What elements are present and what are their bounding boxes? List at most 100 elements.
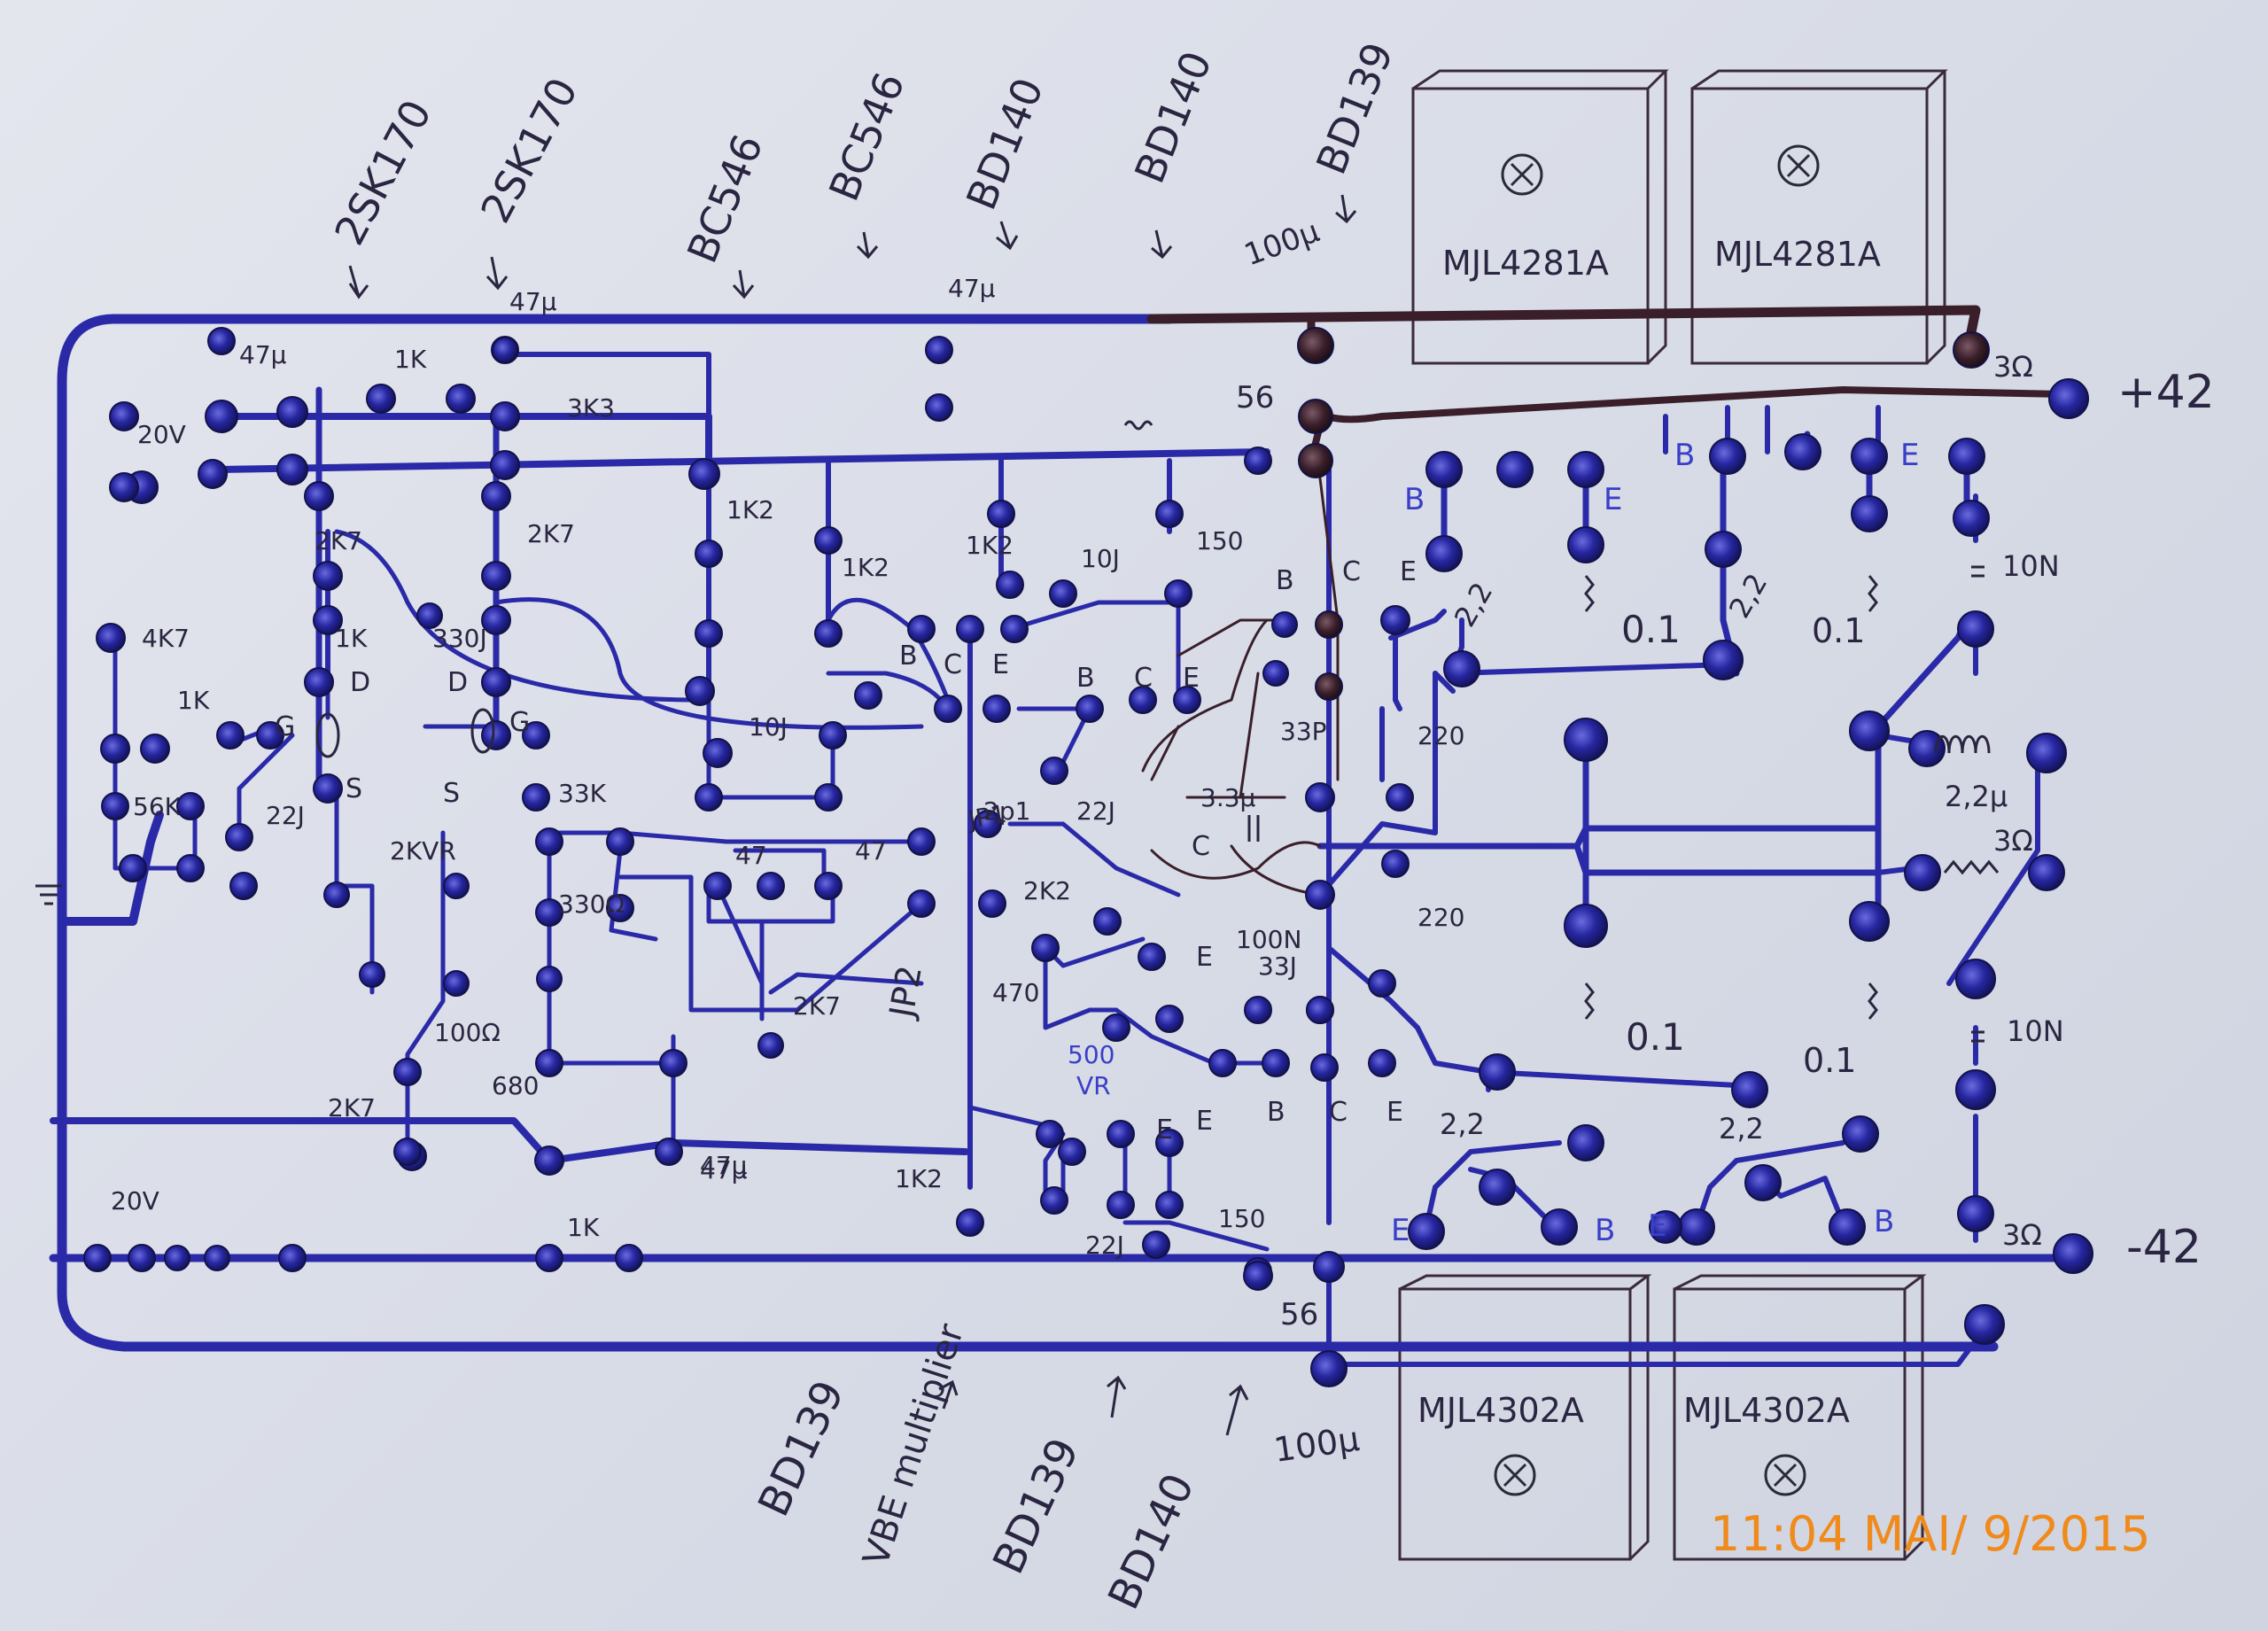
svg-text:C: C — [1329, 1097, 1348, 1128]
svg-text:47µ: 47µ — [700, 1151, 748, 1180]
svg-text:S: S — [346, 773, 362, 804]
svg-text:150: 150 — [1218, 1204, 1265, 1233]
solder-pads — [83, 327, 2093, 1387]
camera-timestamp: 11:04 MAI/ 9/2015 — [1710, 1506, 2151, 1562]
traces-brown — [1141, 305, 2068, 897]
svg-text:0.1: 0.1 — [1626, 1015, 1685, 1059]
svg-text:500: 500 — [1068, 1040, 1115, 1069]
svg-text:B: B — [1276, 565, 1294, 596]
arrow-icon — [348, 194, 1357, 1436]
svg-text:G: G — [509, 707, 530, 738]
svg-text:JP1: JP1 — [965, 799, 1009, 835]
output-transistor-q2 — [1690, 69, 1948, 365]
label-bd139-bottom-a: BD139 — [749, 1373, 854, 1524]
svg-text:1K: 1K — [335, 624, 368, 653]
svg-text:E: E — [1196, 942, 1213, 973]
svg-text:47µ: 47µ — [948, 274, 996, 303]
svg-text:47: 47 — [735, 841, 767, 870]
pin-letters: G G D D S S B C E B C E B C E C E B C E … — [275, 438, 1919, 1248]
svg-text:G: G — [275, 711, 295, 742]
label-mjl4281a-2: MJL4281A — [1714, 235, 1881, 274]
svg-text:470: 470 — [992, 978, 1039, 1007]
output-labels: MJL4281A MJL4281A MJL4302A MJL4302A +42 … — [1418, 235, 2215, 1430]
svg-text:330Ω: 330Ω — [558, 889, 625, 919]
svg-text:2K7: 2K7 — [527, 519, 575, 548]
svg-text:0.1: 0.1 — [1803, 1041, 1856, 1080]
svg-text:4K7: 4K7 — [142, 624, 190, 653]
svg-text:1K2: 1K2 — [842, 553, 889, 582]
svg-text:10J: 10J — [1081, 544, 1120, 573]
svg-text:B: B — [1874, 1204, 1894, 1239]
svg-text:2K2: 2K2 — [1023, 876, 1071, 905]
svg-text:2K7: 2K7 — [315, 526, 362, 555]
rail-negative-label: -42 — [2126, 1221, 2202, 1274]
label-100u-bottom: 100µ — [1271, 1419, 1362, 1470]
svg-text:1K: 1K — [177, 686, 210, 715]
svg-text:C: C — [1134, 663, 1153, 694]
svg-text:B: B — [1076, 663, 1095, 694]
label-bd140-a: BD140 — [957, 71, 1052, 216]
svg-text:3K3: 3K3 — [567, 393, 615, 423]
svg-text:2,2µ: 2,2µ — [1945, 780, 2008, 813]
label-vbe-multiplier: VBE multiplier — [856, 1319, 973, 1572]
svg-text:E: E — [1196, 1106, 1213, 1137]
svg-text:680: 680 — [492, 1071, 539, 1100]
svg-text:E: E — [1604, 482, 1622, 517]
svg-text:2p1: 2p1 — [983, 796, 1030, 826]
svg-text:D: D — [447, 667, 468, 698]
svg-text:1K: 1K — [394, 345, 427, 374]
label-bd140-bottom: BD140 — [1099, 1466, 1204, 1617]
svg-text:100Ω: 100Ω — [434, 1018, 501, 1047]
svg-text:3Ω: 3Ω — [1993, 350, 2033, 384]
svg-text:B: B — [899, 641, 918, 672]
svg-text:0.1: 0.1 — [1621, 608, 1681, 651]
label-100u-top: 100µ — [1239, 214, 1324, 273]
svg-text:1K2: 1K2 — [966, 531, 1014, 560]
svg-text:1K2: 1K2 — [895, 1164, 943, 1193]
svg-text:1K: 1K — [567, 1213, 600, 1242]
svg-text:22J: 22J — [266, 801, 305, 830]
svg-text:C: C — [944, 649, 962, 680]
component-symbols — [35, 420, 2000, 1043]
label-mjl4302a-2: MJL4302A — [1683, 1391, 1850, 1430]
label-2sk170-a: 2SK170 — [325, 92, 441, 252]
svg-text:56: 56 — [1236, 380, 1274, 416]
svg-text:3.3µ: 3.3µ — [1200, 783, 1256, 812]
svg-text:C: C — [1192, 831, 1210, 862]
output-transistor-q1 — [1411, 69, 1669, 365]
label-2sk170-b: 2SK170 — [471, 70, 587, 230]
svg-text:47: 47 — [855, 836, 887, 866]
label-bd139-top: BD139 — [1307, 35, 1402, 181]
label-bd140-b: BD140 — [1125, 44, 1221, 190]
svg-text:E: E — [1391, 1213, 1410, 1248]
svg-text:47µ: 47µ — [239, 340, 287, 369]
label-mjl4281a-1: MJL4281A — [1442, 244, 1609, 283]
svg-text:10J: 10J — [749, 712, 788, 742]
svg-text:56: 56 — [1280, 1297, 1318, 1332]
svg-text:1K2: 1K2 — [726, 495, 774, 524]
svg-text:2,2: 2,2 — [1719, 1112, 1764, 1146]
svg-text:220: 220 — [1418, 721, 1464, 750]
rail-positive-label: +42 — [2117, 366, 2215, 419]
svg-text:E: E — [1400, 556, 1417, 587]
svg-text:2K7: 2K7 — [793, 991, 841, 1021]
svg-text:3Ω: 3Ω — [1993, 824, 2033, 858]
svg-text:E: E — [1156, 1115, 1173, 1146]
svg-text:47µ: 47µ — [700, 1155, 748, 1184]
label-bc546-a: BC546 — [678, 128, 773, 269]
svg-text:E: E — [1386, 1097, 1403, 1128]
svg-text:10N: 10N — [2002, 549, 2060, 583]
svg-text:47µ: 47µ — [509, 287, 557, 316]
svg-text:3Ω: 3Ω — [2002, 1218, 2042, 1252]
svg-text:B: B — [1674, 438, 1695, 473]
svg-text:E: E — [1648, 1208, 1666, 1244]
svg-text:B: B — [1404, 482, 1425, 517]
svg-text:VR: VR — [1076, 1071, 1111, 1100]
svg-text:20V: 20V — [137, 420, 186, 449]
label-bd139-bottom-b: BD139 — [983, 1431, 1089, 1581]
svg-text:33K: 33K — [558, 779, 607, 808]
label-mjl4302a-1: MJL4302A — [1418, 1391, 1584, 1430]
svg-text:10N: 10N — [2007, 1014, 2064, 1048]
